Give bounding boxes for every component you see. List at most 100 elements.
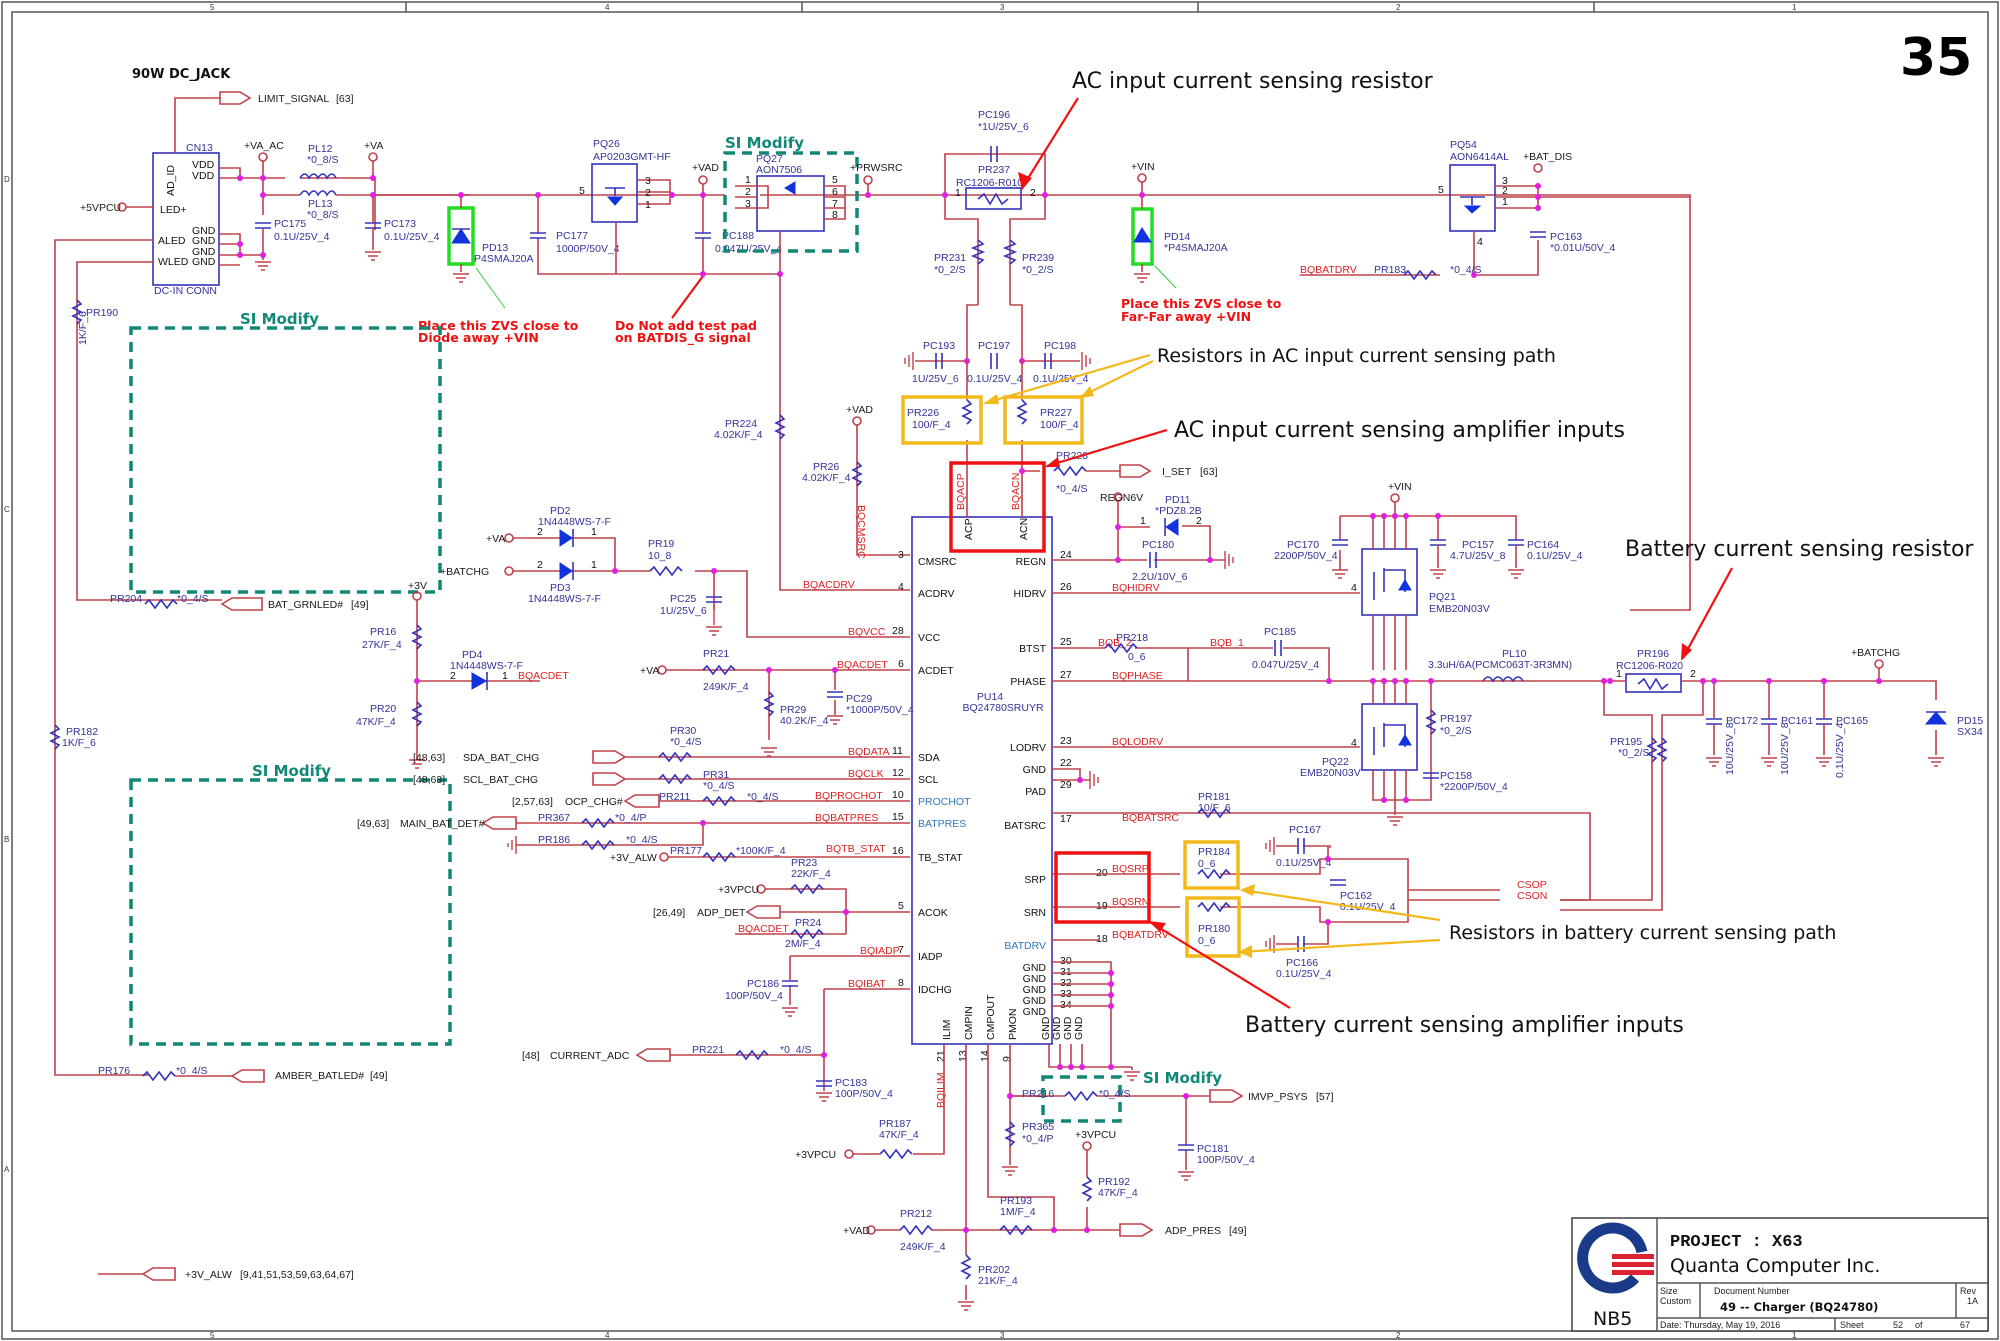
cap-pc196: PC196 *1U/25V_6 [978, 109, 1029, 162]
svg-text:7: 7 [898, 944, 904, 956]
section-title: 90W DC_JACK [132, 67, 231, 82]
svg-text:PR186: PR186 [538, 834, 570, 846]
offpage-scl[interactable]: SCL_BAT_CHG [48,63] [413, 772, 910, 786]
svg-text:1: 1 [502, 670, 508, 682]
net-label: BQLODRV [1112, 736, 1163, 748]
ic-bottom-pins: ILIM CMPIN CMPOUT PMON GND GND GND GND 2… [935, 994, 1085, 1108]
svg-text:GND: GND [1023, 973, 1047, 985]
tvs-diode-pd13: PD13 P4SMAJ20A [447, 195, 534, 272]
svg-text:1: 1 [1502, 196, 1508, 208]
offpage-adp-pres[interactable]: ADP_PRES [49] [1119, 1223, 1247, 1237]
net-label: BQDATA [848, 746, 890, 758]
svg-text:1: 1 [645, 199, 651, 211]
svg-text:5: 5 [579, 185, 585, 197]
svg-text:CMPOUT: CMPOUT [985, 994, 997, 1040]
offpage-limit-signal[interactable]: LIMIT_SIGNAL [63] [219, 91, 354, 105]
svg-text:PR182: PR182 [66, 726, 98, 738]
offpage-imvp-psys[interactable]: IMVP_PSYS [57] [1209, 1089, 1334, 1103]
svg-text:*0_4/S: *0_4/S [177, 593, 209, 605]
resistor-pr177: PR177*100K/F_4 [670, 845, 786, 863]
offpage-bat-grnled[interactable]: BAT_GRNLED# [49] [220, 597, 369, 611]
offpage-main-bat-det[interactable]: MAIN_BAT_DET# [49,63] [357, 816, 910, 830]
svg-text:ACOK: ACOK [918, 907, 948, 919]
rail-label: +5VPCU [80, 202, 121, 214]
svg-text:*0_8/S: *0_8/S [307, 209, 339, 221]
logo-text: NB5 [1593, 1308, 1632, 1330]
offpage-amber-batled[interactable]: AMBER_BATLED# [49] [230, 1069, 388, 1083]
zone-label: 5 [210, 3, 215, 12]
document-number: 49 -- Charger (BQ24780) [1720, 1300, 1878, 1314]
note-testpad-2: on BATDIS_G signal [615, 330, 751, 346]
svg-text:12: 12 [892, 767, 904, 779]
svg-text:27: 27 [1060, 669, 1072, 681]
svg-text:GND: GND [1023, 984, 1047, 996]
svg-text:ACP: ACP [963, 518, 975, 540]
rail-label: +PRWSRC [850, 162, 903, 174]
rail-label: +VA_AC [244, 140, 284, 152]
rail-va-ac [258, 152, 268, 162]
inner-frame [11, 11, 1989, 1332]
svg-text:PR226: PR226 [907, 407, 939, 419]
svg-text:REGN: REGN [1016, 556, 1046, 568]
svg-text:SCL_BAT_CHG: SCL_BAT_CHG [463, 774, 538, 786]
sheet-of: of [1915, 1320, 1923, 1330]
svg-text:5: 5 [832, 174, 838, 186]
svg-text:0.047U/25V_4: 0.047U/25V_4 [715, 243, 782, 255]
svg-text:[57]: [57] [1316, 1091, 1334, 1103]
offpage-ocp-chg[interactable]: OCP_CHG# [2,57,63] [512, 794, 910, 808]
annotation-ac-sense-path: Resistors in AC input current sensing pa… [1157, 345, 1556, 367]
svg-text:*0_4/S: *0_4/S [176, 1065, 208, 1077]
offpage-sda[interactable]: SDA_BAT_CHG [48,63] [413, 750, 910, 764]
svg-text:PR187: PR187 [879, 1118, 911, 1130]
svg-text:*0_2/S: *0_2/S [934, 264, 966, 276]
net-label: BQSRP [1112, 863, 1149, 875]
offpage-adp-det[interactable]: ADP_DET [26,49] [653, 905, 846, 919]
svg-text:6: 6 [832, 186, 838, 198]
svg-text:4.02K/F_4: 4.02K/F_4 [802, 472, 851, 484]
annotation-ac-amp-inputs: AC input current sensing amplifier input… [1174, 418, 1625, 443]
svg-text:PC172: PC172 [1726, 715, 1758, 727]
svg-text:PC180: PC180 [1142, 539, 1174, 551]
offpage-3v-alw[interactable]: +3V_ALW [9,41,51,53,59,63,64,67] [98, 1267, 354, 1281]
connector-cn13[interactable]: CN13 DC-IN CONN AD_ID VDD VDD LED+ ALED … [152, 142, 220, 297]
si-modify-label: SI Modify [1143, 1069, 1222, 1087]
highlight-pr227 [1003, 395, 1084, 445]
svg-text:BQ24780SRUYR: BQ24780SRUYR [962, 702, 1044, 714]
note-zvs-1: Place this ZVS close to [418, 318, 579, 333]
svg-text:2M/F_4: 2M/F_4 [785, 938, 821, 950]
svg-text:BAT_GRNLED#: BAT_GRNLED# [268, 599, 343, 611]
svg-text:21: 21 [935, 1050, 947, 1062]
rail-label: +3V_ALW [610, 852, 657, 864]
offpage-current-adc[interactable]: CURRENT_ADC [48] [522, 1048, 824, 1062]
svg-text:1N4448WS-7-F: 1N4448WS-7-F [450, 660, 523, 672]
svg-text:ALED: ALED [158, 235, 186, 247]
rail-batchg [1874, 659, 1884, 669]
svg-text:PC181: PC181 [1197, 1143, 1229, 1155]
svg-text:PR180: PR180 [1198, 923, 1230, 935]
svg-text:GND: GND [192, 225, 216, 237]
net-label: BQIADP [860, 945, 900, 957]
svg-text:PR216: PR216 [1022, 1088, 1054, 1100]
rail-va-2 [504, 533, 514, 543]
note-zvs-2: Place this ZVS close to [1121, 296, 1282, 311]
rail-label: +VIN [1131, 161, 1155, 173]
svg-text:LED+: LED+ [160, 204, 187, 216]
svg-text:*0_4/S: *0_4/S [626, 834, 658, 846]
svg-text:DC-IN CONN: DC-IN CONN [154, 285, 217, 297]
rev-value: 1A [1967, 1296, 1978, 1306]
svg-text:GND: GND [1023, 995, 1047, 1007]
svg-text:PR23: PR23 [791, 857, 817, 869]
svg-text:PC29: PC29 [846, 693, 872, 705]
svg-text:PR197: PR197 [1440, 713, 1472, 725]
offpage-i-set[interactable]: I_SET [63] [1086, 464, 1218, 478]
svg-text:*0_2/S: *0_2/S [1022, 264, 1054, 276]
svg-text:CURRENT_ADC: CURRENT_ADC [550, 1050, 630, 1062]
